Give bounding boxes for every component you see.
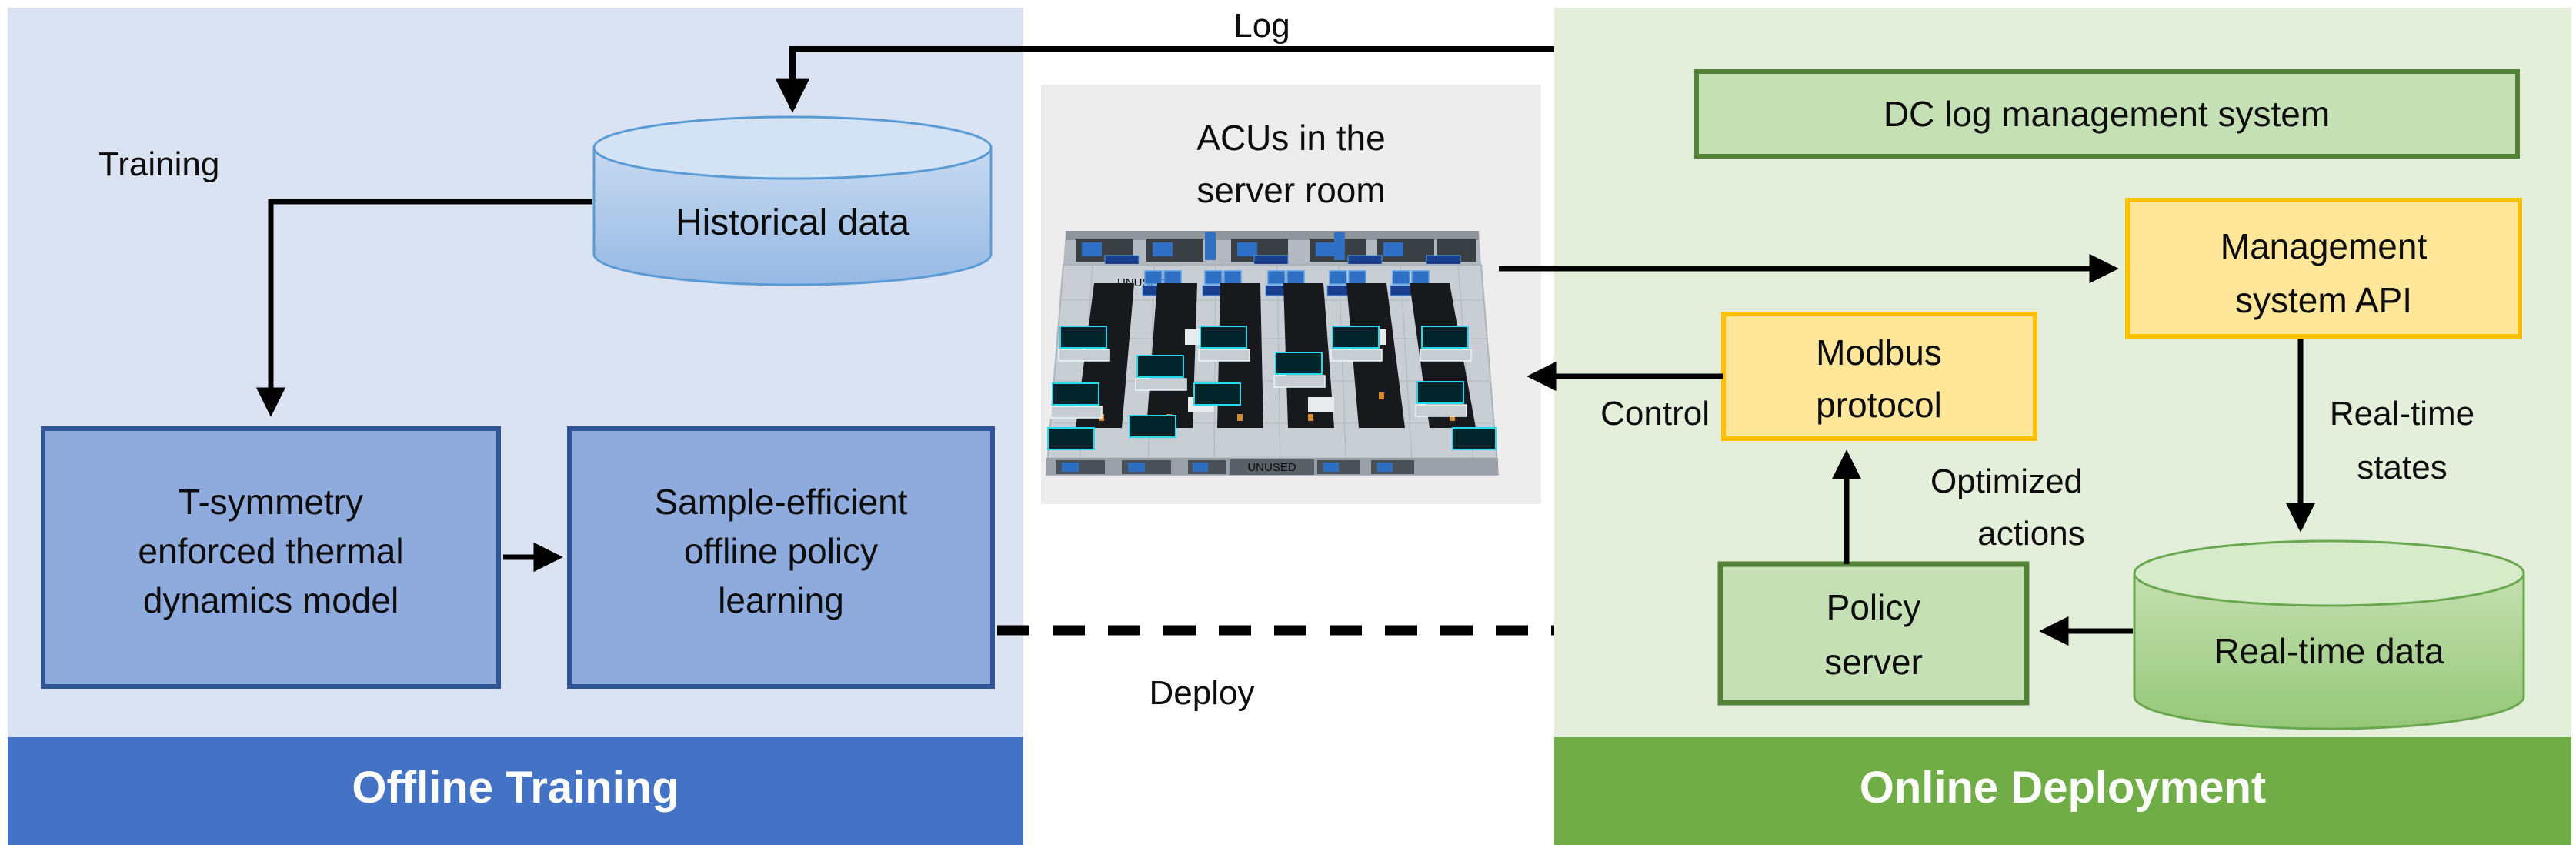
online-footer-label: Online Deployment [1860, 763, 2267, 813]
realtime-states-line2: states [2357, 449, 2447, 486]
offline-footer-label: Offline Training [352, 763, 679, 813]
server-room-title-line1: ACUs in the [1196, 118, 1385, 158]
thermal-model-line1: T-symmetry [179, 482, 363, 522]
server-room-bottom-band: UNUSED [1046, 458, 1498, 475]
sensor-chips [1047, 326, 1497, 450]
thermal-model-line2: enforced thermal [138, 531, 403, 571]
policy-learning-line2: offline policy [684, 531, 878, 571]
unused-label-bottom: UNUSED [1247, 461, 1296, 474]
middle-section: Log ACUs in the server room [776, 7, 2107, 712]
deploy-label: Deploy [1150, 674, 1255, 712]
management-api-box: Management system API [2125, 198, 2522, 339]
modbus-line1: Modbus [1816, 332, 1942, 372]
training-label: Training [98, 145, 219, 183]
modbus-box: Modbus protocol [1721, 312, 2037, 441]
server-room-image: UNUSED [1045, 231, 1500, 476]
thermal-model-box: T-symmetry enforced thermal dynamics mod… [41, 426, 501, 689]
server-room-title-line2: server room [1196, 170, 1385, 210]
offline-training-panel: Offline Training Training Historical dat… [8, 8, 1023, 845]
historical-data-cylinder: Historical data [592, 115, 993, 286]
thermal-model-line3: dynamics model [143, 580, 399, 620]
policy-learning-box: Sample-efficient offline policy learning [567, 426, 995, 689]
training-arrow [255, 199, 592, 417]
policy-server-box: Policy server [1717, 561, 2030, 706]
policy-learning-line3: learning [718, 580, 844, 620]
realtime-states-line1: Real-time [2330, 395, 2474, 433]
optimized-actions-line2: actions [1977, 515, 2084, 553]
dc-log-box-label: DC log management system [1884, 94, 2330, 134]
realtime-data-cylinder: Real-time data [2133, 539, 2525, 730]
control-label: Control [1600, 395, 1710, 433]
online-footer-bar [1554, 737, 2571, 845]
management-api-line1: Management [2221, 226, 2428, 266]
policy-server-line1: Policy [1827, 587, 1921, 627]
historical-data-label: Historical data [676, 202, 909, 243]
server-room-back-wall-top [1066, 231, 1479, 240]
offline-footer-bar [8, 737, 1023, 845]
online-deployment-panel: Online Deployment DC log management syst… [1499, 8, 2571, 845]
dc-log-box: DC log management system [1694, 69, 2520, 159]
realtime-data-label: Real-time data [2214, 631, 2444, 671]
management-api-line2: system API [2235, 280, 2412, 320]
log-label: Log [1233, 7, 1290, 45]
acu-units [1144, 270, 1430, 285]
optimized-actions-line1: Optimized [1930, 463, 2083, 500]
policy-server-line2: server [1824, 642, 1923, 682]
modbus-line2: protocol [1816, 385, 1942, 425]
policy-learning-line1: Sample-efficient [655, 482, 908, 522]
